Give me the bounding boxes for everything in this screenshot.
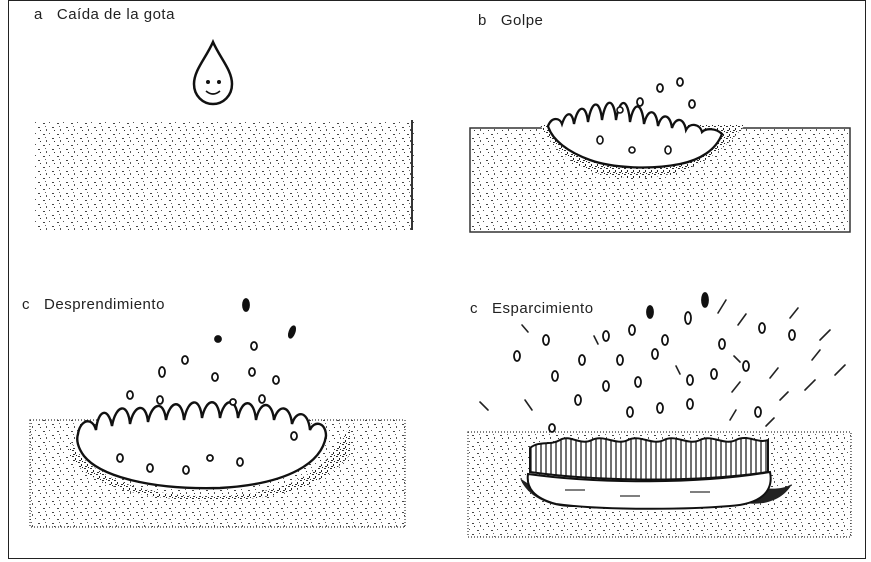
panel-d [468,293,851,537]
raindrop [194,42,232,104]
panel-b [470,78,850,232]
panel-c [30,299,405,527]
soil-block-a [34,120,414,230]
panel-a [34,42,414,230]
water-pool-hatched [530,438,768,479]
splash-crown-c [77,402,326,488]
